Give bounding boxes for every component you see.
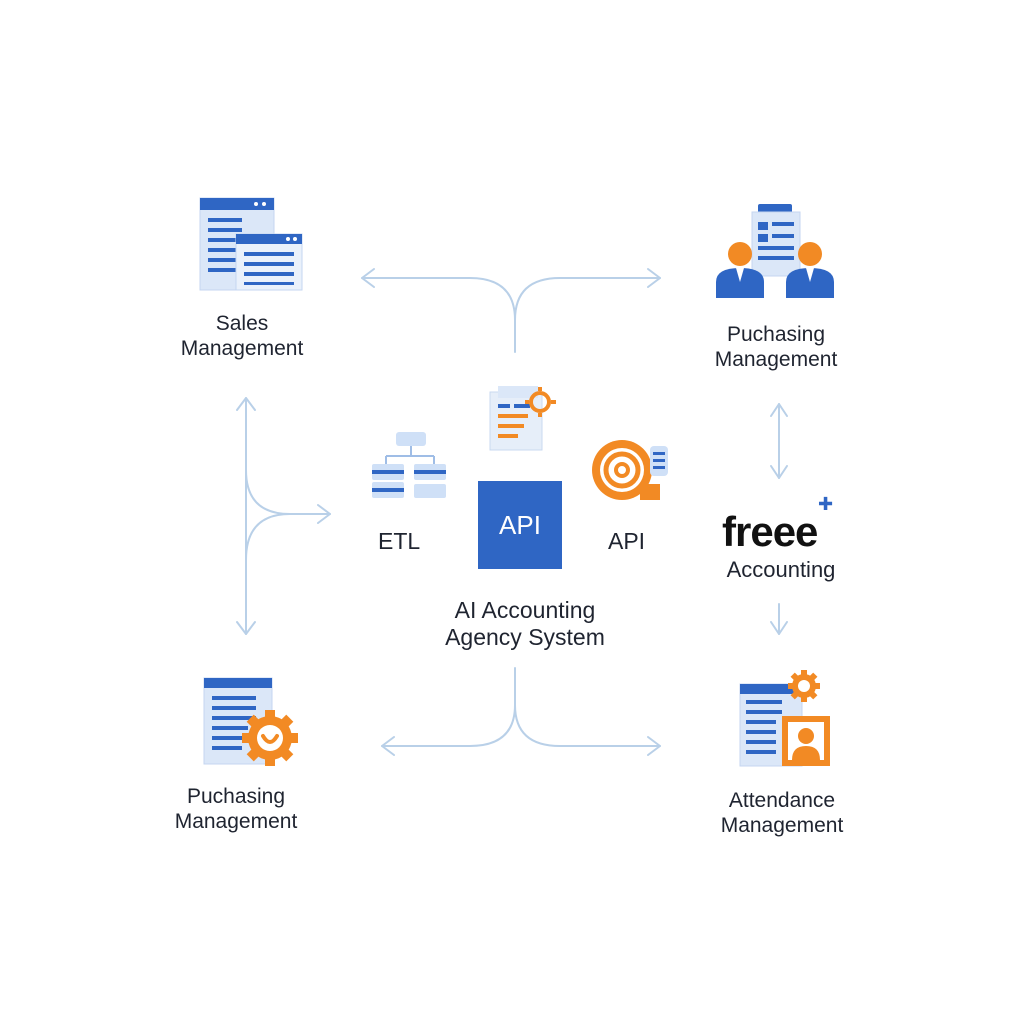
etl-label: ETL bbox=[378, 528, 421, 554]
connector-bottom-right bbox=[514, 704, 661, 747]
arrowhead-bottom-left bbox=[381, 736, 395, 756]
api-right-label: API bbox=[608, 528, 646, 554]
freee-accounting-label: Accounting bbox=[726, 557, 836, 582]
freee-plus-icon: ✚ bbox=[818, 494, 834, 514]
arrowhead-right-lower-down bbox=[770, 621, 788, 635]
arrowhead-left-up bbox=[236, 397, 256, 411]
team-meeting-icon bbox=[716, 204, 834, 298]
document-gear-icon bbox=[489, 386, 556, 451]
arrowhead-top-right bbox=[647, 268, 661, 288]
api-box: API bbox=[478, 481, 562, 569]
window-stack-icon bbox=[199, 197, 303, 291]
arrowhead-right-upper-down bbox=[770, 465, 788, 479]
arrowhead-top-left bbox=[361, 268, 375, 288]
arrowhead-right-upper-up bbox=[770, 403, 788, 417]
arrowhead-left-right bbox=[317, 504, 331, 524]
arrowhead-bottom-right bbox=[647, 736, 661, 756]
document-settings-icon bbox=[203, 677, 298, 766]
etl-hierarchy-icon bbox=[372, 432, 446, 498]
freee-logo: freee bbox=[722, 508, 818, 555]
connector-bottom-left bbox=[381, 667, 516, 747]
connector-top-left bbox=[361, 277, 516, 353]
connector-top-right bbox=[514, 277, 661, 321]
arrowhead-left-down bbox=[236, 621, 256, 635]
attendance-profile-icon bbox=[739, 670, 830, 767]
connector-left-branch bbox=[245, 469, 331, 561]
api-spiral-icon bbox=[592, 440, 668, 500]
